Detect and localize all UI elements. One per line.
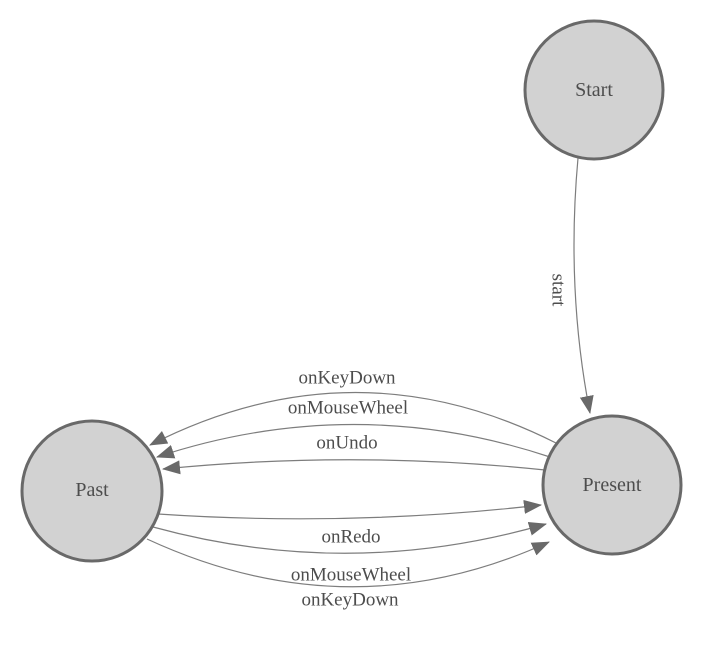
past-node-circle[interactable]: [20, 419, 164, 563]
present-node-circle[interactable]: [541, 414, 683, 556]
edge-start-to-present[interactable]: [573, 157, 594, 414]
edge-label-onmousewheel-bottom: onMouseWheel: [291, 565, 411, 586]
edge-onundo-present-to-past[interactable]: [162, 459, 546, 475]
state-node-present[interactable]: Present: [541, 414, 683, 556]
edge-label-onredo: onRedo: [321, 527, 380, 548]
past-node-label: Past: [75, 479, 109, 501]
state-node-start[interactable]: Start: [523, 19, 665, 161]
edge-layer: [146, 157, 594, 588]
edge-label-onundo: onUndo: [316, 433, 377, 454]
edge-label-onmousewheel-top: onMouseWheel: [288, 398, 408, 419]
edge-label-start: start: [548, 274, 569, 307]
edge-onkeydown-present-to-past[interactable]: [149, 391, 557, 446]
edge-onkeydown-past-to-present[interactable]: [146, 538, 550, 588]
state-node-past[interactable]: Past: [20, 419, 164, 563]
start-node-label: Start: [575, 79, 613, 101]
present-node-label: Present: [583, 474, 642, 496]
edge-onredo-past-to-present[interactable]: [157, 499, 542, 520]
edge-onmousewheel-present-to-past[interactable]: [156, 423, 551, 459]
edge-onmousewheel-past-to-present[interactable]: [152, 522, 547, 554]
edge-label-onkeydown-bottom: onKeyDown: [301, 590, 399, 611]
edge-label-layer: start onKeyDown onMouseWheel onUndo onRe…: [288, 274, 569, 611]
edge-label-onkeydown-top: onKeyDown: [298, 368, 396, 389]
start-node-circle[interactable]: [523, 19, 665, 161]
